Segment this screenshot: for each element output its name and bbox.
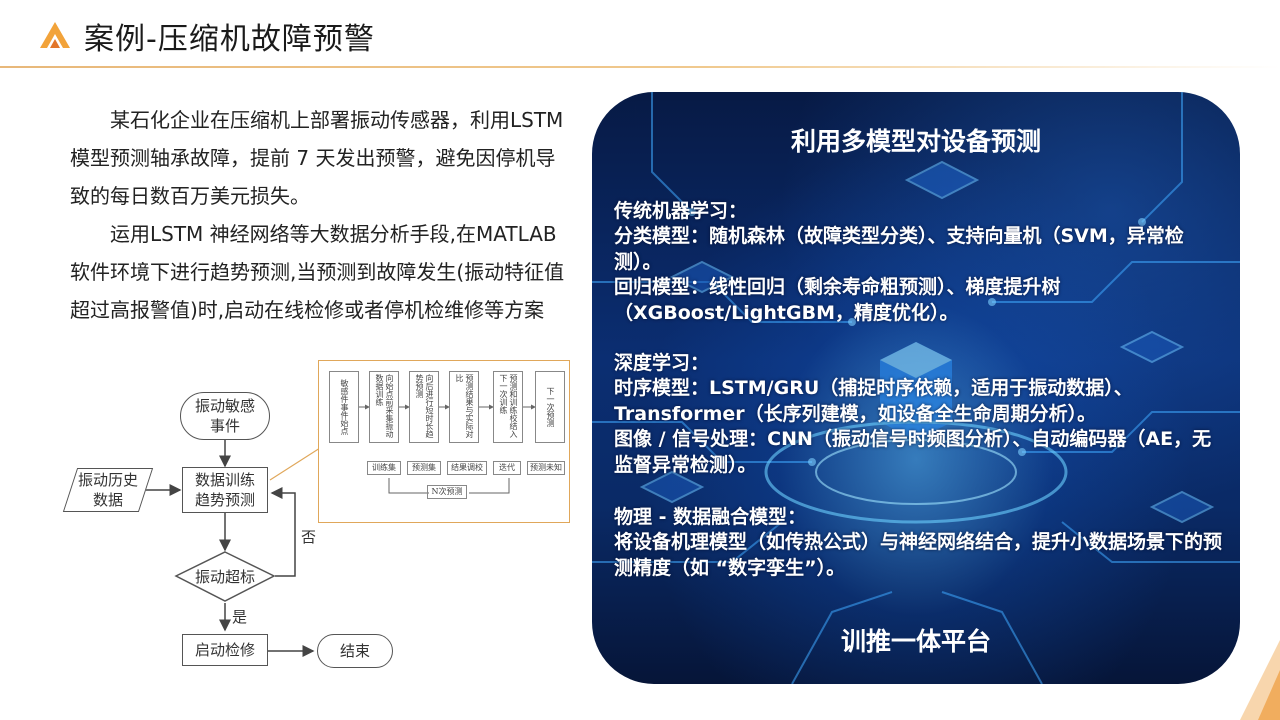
method-paragraph: 运用LSTM 神经网络等大数据分析手段,在MATLAB软件环境下进行趋势预测,当… [70,222,565,322]
traditional-ml-classification: 分类模型：随机森林（故障类型分类）、支持向量机（SVM，异常检测）。 [614,225,1184,273]
page-title: 案例-压缩机故障预警 [84,22,375,57]
flowchart-connectors [144,440,321,657]
train-predict-label: 数据训练 趋势预测 [194,471,255,509]
end-node: 结束 [317,634,393,668]
detail-step-1: 敏感件事件始点 [329,371,359,443]
train-predict-node: 数据训练 趋势预测 [182,467,268,513]
detail-diagram: 敏感件事件始点 向始点前采集振动数据训练 向后进行短时长趋势预测 预测结果与实际… [318,360,570,523]
traditional-ml-regression: 回归模型：线性回归（剩余寿命粗预测）、梯度提升树（XGBoost/LightGB… [614,276,1061,324]
history-data-node: 振动历史 数据 [62,468,154,512]
detail-tag-calibrate: 结果调校 [447,461,487,475]
detail-tag-predict: 预测集 [407,461,441,475]
deep-learning-heading: 深度学习： [614,352,710,374]
flowchart: 振动敏感 事件 振动历史 数据 数据训练 趋势预测 振动超标 否 是 启动检修 … [58,360,578,680]
deep-learning-sequence: 时序模型：LSTM/GRU（捕捉时序依赖，适用于振动数据）、Transforme… [614,377,1133,425]
traditional-ml-heading: 传统机器学习： [614,200,748,222]
decision-label: 振动超标 [195,568,256,586]
detail-loop-label: N次预测 [427,485,467,499]
circuit-background [592,92,1240,684]
detail-step-5: 预测和训练校结入下一次训练 [493,371,523,443]
header-divider [0,66,1280,68]
repair-label: 启动检修 [194,641,255,659]
decision-diamond [174,551,276,602]
detail-tag-train: 训练集 [367,461,401,475]
detail-step-3: 向后进行短时长趋势预测 [409,371,439,443]
detail-step-6: 下一次预测 [535,371,565,443]
logo-icon [40,22,70,48]
physics-fusion-heading: 物理 - 数据融合模型： [614,506,807,528]
intro-paragraph: 某石化企业在压缩机上部署振动传感器，利用LSTM 模型预测轴承故障，提前 7 天… [70,108,564,208]
yes-label: 是 [232,608,248,626]
detail-tag-iterate: 迭代 [493,461,521,475]
deep-learning-signal: 图像 / 信号处理：CNN（振动信号时频图分析）、自动编码器（AE，无监督异常检… [614,428,1212,476]
repair-node: 启动检修 [182,634,268,666]
tech-panel: 利用多模型对设备预测 传统机器学习： 分类模型：随机森林（故障类型分类）、支持向… [592,92,1240,684]
panel-title: 利用多模型对设备预测 [790,127,1041,156]
start-node: 振动敏感 事件 [180,392,270,440]
detail-connectors [359,404,536,494]
physics-fusion-description: 将设备机理模型（如传热公式）与神经网络结合，提升小数据场景下的预测精度（如 “数… [614,531,1223,579]
detail-step-4: 预测结果与实际对比 [449,371,479,443]
history-data-label: 振动历史 数据 [77,471,138,509]
platform-label: 训推一体平台 [840,627,991,656]
start-node-label: 振动敏感 事件 [194,397,255,435]
detail-step-2: 向始点前采集振动数据训练 [369,371,399,443]
end-label: 结束 [339,642,370,660]
detail-tag-unknown: 预测未知 [527,461,565,475]
corner-decoration [1240,640,1280,720]
no-label: 否 [301,528,317,546]
